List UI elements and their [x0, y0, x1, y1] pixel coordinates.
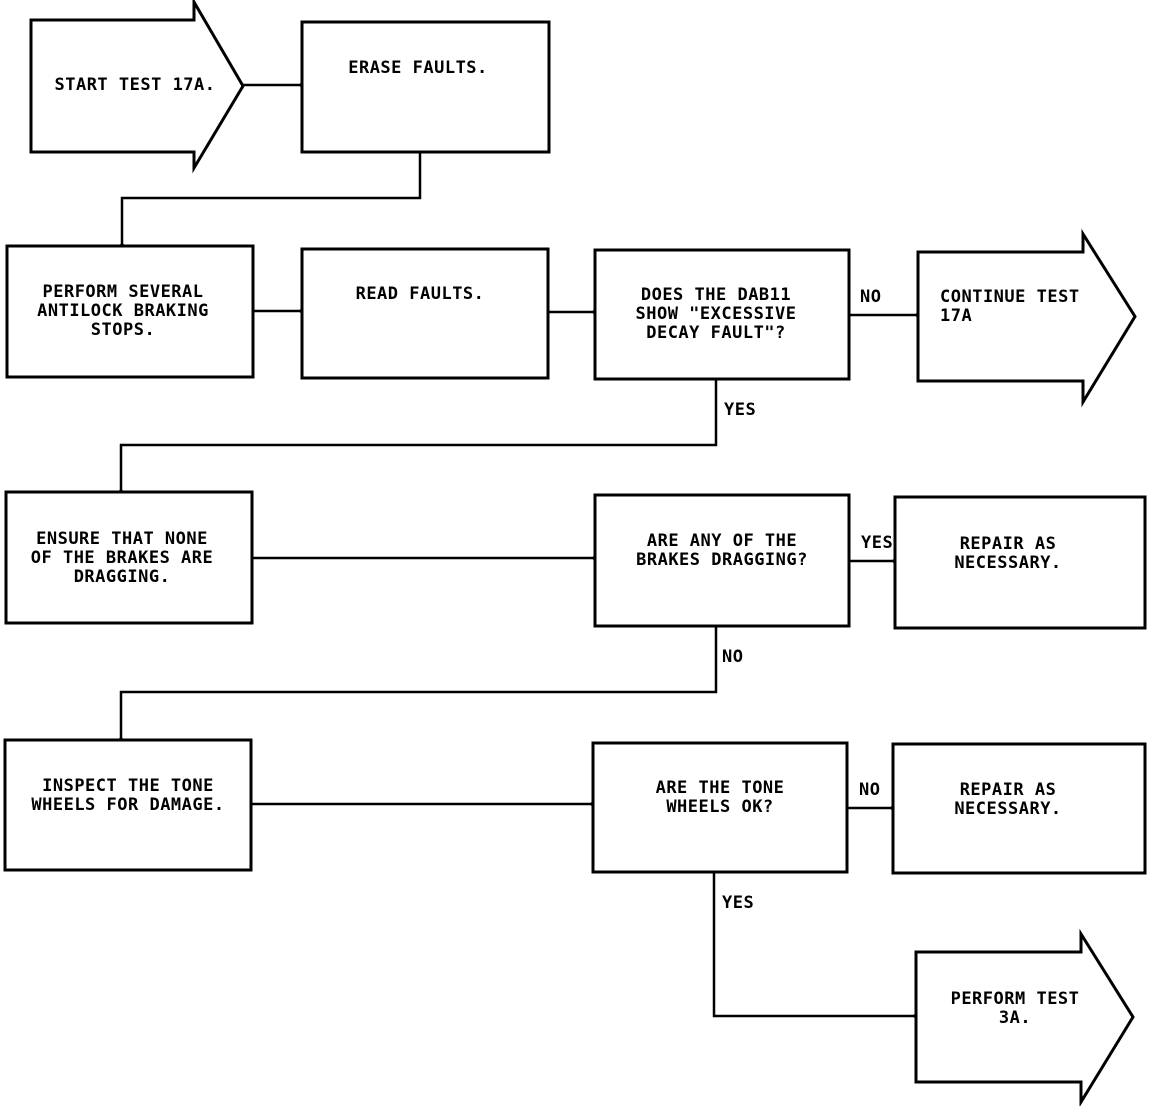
- node-label-line: REPAIR AS: [960, 534, 1057, 554]
- node-label-line: ERASE FAULTS.: [348, 58, 488, 78]
- node-label: READ FAULTS.: [356, 284, 485, 304]
- node-label-line: SHOW "EXCESSIVE: [635, 304, 796, 324]
- connector-read-faults-to-excessive-decay-question: [548, 309, 598, 315]
- node-start-test-17a: START TEST 17A.: [29, 0, 245, 174]
- node-label-line: WHEELS FOR DAMAGE.: [31, 795, 224, 815]
- node-label-line: PERFORM SEVERAL: [42, 282, 203, 302]
- node-label-line: BRAKES DRAGGING?: [636, 550, 808, 570]
- node-label-line: OF THE BRAKES ARE: [31, 548, 214, 568]
- process-box: [891, 742, 1147, 875]
- process-box: [300, 20, 551, 154]
- node-label-line: INSPECT THE TONE: [42, 776, 214, 796]
- node-label-line: STOPS.: [91, 320, 155, 340]
- nodes: START TEST 17A. ERASE FAULTS. PERFORM SEVE…: [3, 0, 1147, 1106]
- connector-excessive-decay-question-to-continue-test-17a: [849, 312, 921, 318]
- node-erase-faults: ERASE FAULTS.: [300, 20, 551, 154]
- edge-label-no: NO: [859, 780, 880, 800]
- node-label: START TEST 17A.: [54, 75, 215, 95]
- connector-excessive-decay-question-to-ensure-brakes-not-dragging: [118, 379, 718, 495]
- process-box: [893, 495, 1147, 630]
- connector-line: [119, 626, 718, 740]
- node-label-line: ARE ANY OF THE: [647, 531, 797, 551]
- edge-label-no: NO: [860, 287, 881, 307]
- connector-erase-faults-to-perform-antilock-stops: [119, 152, 422, 249]
- connector-line: [120, 152, 422, 246]
- connector-brakes-dragging-question-to-repair-brakes: [849, 558, 898, 564]
- edge-labels: NO YES YES NO NO YES: [722, 287, 893, 913]
- node-label: ERASE FAULTS.: [348, 58, 488, 78]
- edge-label-yes: YES: [722, 893, 754, 913]
- edge-label-yes: YES: [861, 533, 893, 553]
- node-label-line: NECESSARY.: [954, 553, 1061, 573]
- node-label-line: REPAIR AS: [960, 780, 1057, 800]
- node-label-line: PERFORM TEST: [951, 989, 1080, 1009]
- node-label-line: WHEELS OK?: [666, 797, 773, 817]
- node-label-line: DECAY FAULT"?: [646, 323, 786, 343]
- connector-inspect-tone-wheels-to-tone-wheels-ok-question: [251, 801, 596, 807]
- node-label-line: CONTINUE TEST: [940, 287, 1080, 307]
- connector-perform-antilock-stops-to-read-faults: [253, 308, 305, 314]
- connector-tone-wheels-ok-question-to-repair-tone-wheels: [847, 805, 896, 811]
- arrow-shape: [916, 228, 1137, 408]
- node-label-line: ENSURE THAT NONE: [36, 529, 208, 549]
- process-box: [3, 738, 253, 872]
- edge-label-yes: YES: [724, 400, 756, 420]
- connector-start-test-17a-to-erase-faults: [243, 82, 305, 88]
- connector-ensure-brakes-not-dragging-to-brakes-dragging-question: [252, 555, 598, 561]
- decision-box: [591, 741, 849, 874]
- connector-line: [119, 379, 718, 492]
- connector-brakes-dragging-question-to-inspect-tone-wheels: [118, 626, 718, 743]
- arrow-shape: [914, 928, 1135, 1106]
- node-read-faults: READ FAULTS.: [300, 247, 550, 380]
- edge-label-no: NO: [722, 647, 743, 667]
- node-label-line: NECESSARY.: [954, 799, 1061, 819]
- node-label-line: DRAGGING.: [74, 567, 171, 587]
- node-label-line: START TEST 17A.: [54, 75, 215, 95]
- process-box: [5, 244, 255, 379]
- decision-box: [593, 493, 851, 628]
- process-box: [4, 490, 254, 625]
- node-label-line: DOES THE DAB11: [641, 285, 791, 305]
- node-label-line: READ FAULTS.: [356, 284, 485, 304]
- process-box: [300, 247, 550, 380]
- node-label-line: ARE THE TONE: [656, 778, 785, 798]
- arrow-shape: [29, 0, 245, 174]
- node-label-line: 17A: [940, 306, 972, 326]
- decision-box: [593, 248, 851, 381]
- node-label-line: ANTILOCK BRAKING: [37, 301, 209, 321]
- connector-line: [712, 872, 916, 1018]
- node-label-line: 3A.: [999, 1008, 1031, 1028]
